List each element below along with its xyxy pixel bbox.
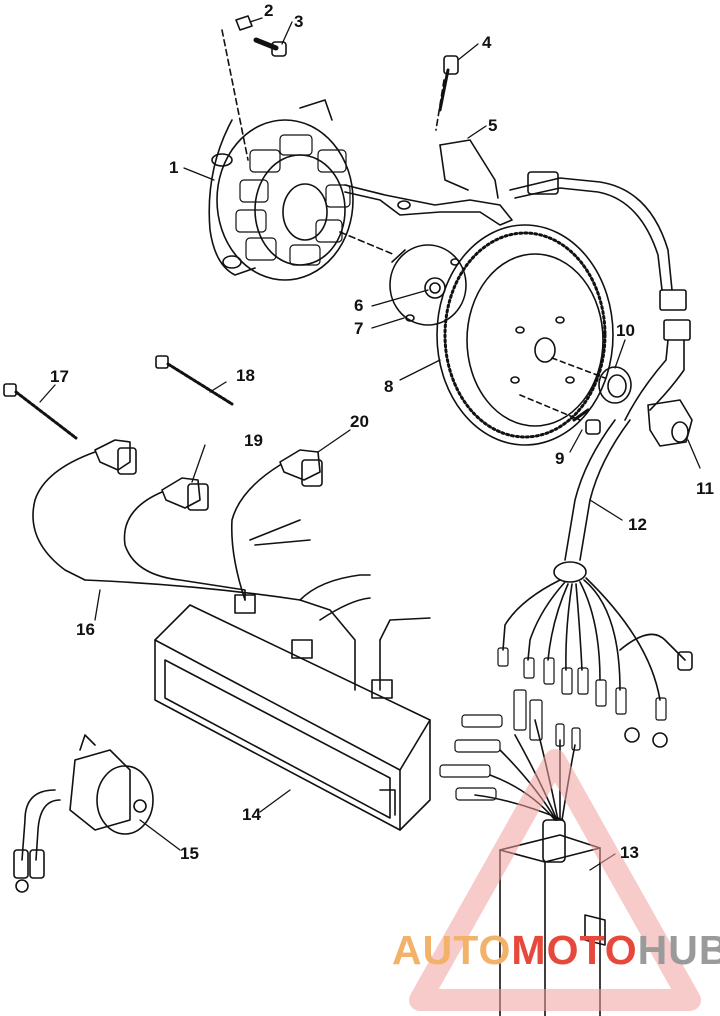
callout-14: 14 [242, 805, 261, 824]
wire-harness [497, 171, 693, 748]
watermark-logo: AUTOMOTOHUB [392, 930, 720, 971]
callout-11: 11 [696, 479, 714, 498]
callout-8: 8 [384, 377, 394, 396]
leader-lines [39, 17, 701, 871]
high-tension-lead [32, 451, 431, 691]
watermark-hub: HUB [637, 927, 720, 973]
bracket [344, 139, 513, 226]
ignition-coil [154, 594, 431, 831]
screw-short [155, 355, 234, 406]
stator-assembly [208, 29, 396, 281]
callout-18: 18 [236, 366, 255, 385]
callout-12: 12 [628, 515, 647, 534]
watermark-triangle [409, 749, 701, 1011]
callout-15: 15 [180, 844, 199, 863]
callout-5: 5 [488, 116, 498, 135]
screw-long [3, 383, 78, 440]
starter-solenoid [13, 734, 154, 893]
flywheel-bolt [519, 394, 601, 435]
grommet [647, 399, 693, 447]
callout-17: 17 [50, 367, 69, 386]
callout-6: 6 [354, 296, 364, 315]
callout-13: 13 [620, 843, 639, 862]
callout-1: 1 [169, 158, 179, 177]
callout-10: 10 [616, 321, 635, 340]
callout-20: 20 [350, 412, 369, 431]
flywheel [436, 224, 614, 446]
callout-7: 7 [354, 319, 364, 338]
callout-16: 16 [76, 620, 95, 639]
screw [253, 37, 287, 57]
watermark-auto: AUTO [392, 927, 512, 973]
bolt [435, 55, 459, 131]
callout-4: 4 [482, 33, 492, 52]
spark-plug-cap [94, 439, 323, 511]
watermark-moto: MOTO [511, 927, 638, 973]
nut [235, 15, 253, 31]
oil-seal [551, 357, 632, 404]
callout-2: 2 [264, 1, 274, 20]
callout-3: 3 [294, 12, 304, 31]
callout-9: 9 [555, 449, 565, 468]
callout-19: 19 [244, 431, 263, 450]
